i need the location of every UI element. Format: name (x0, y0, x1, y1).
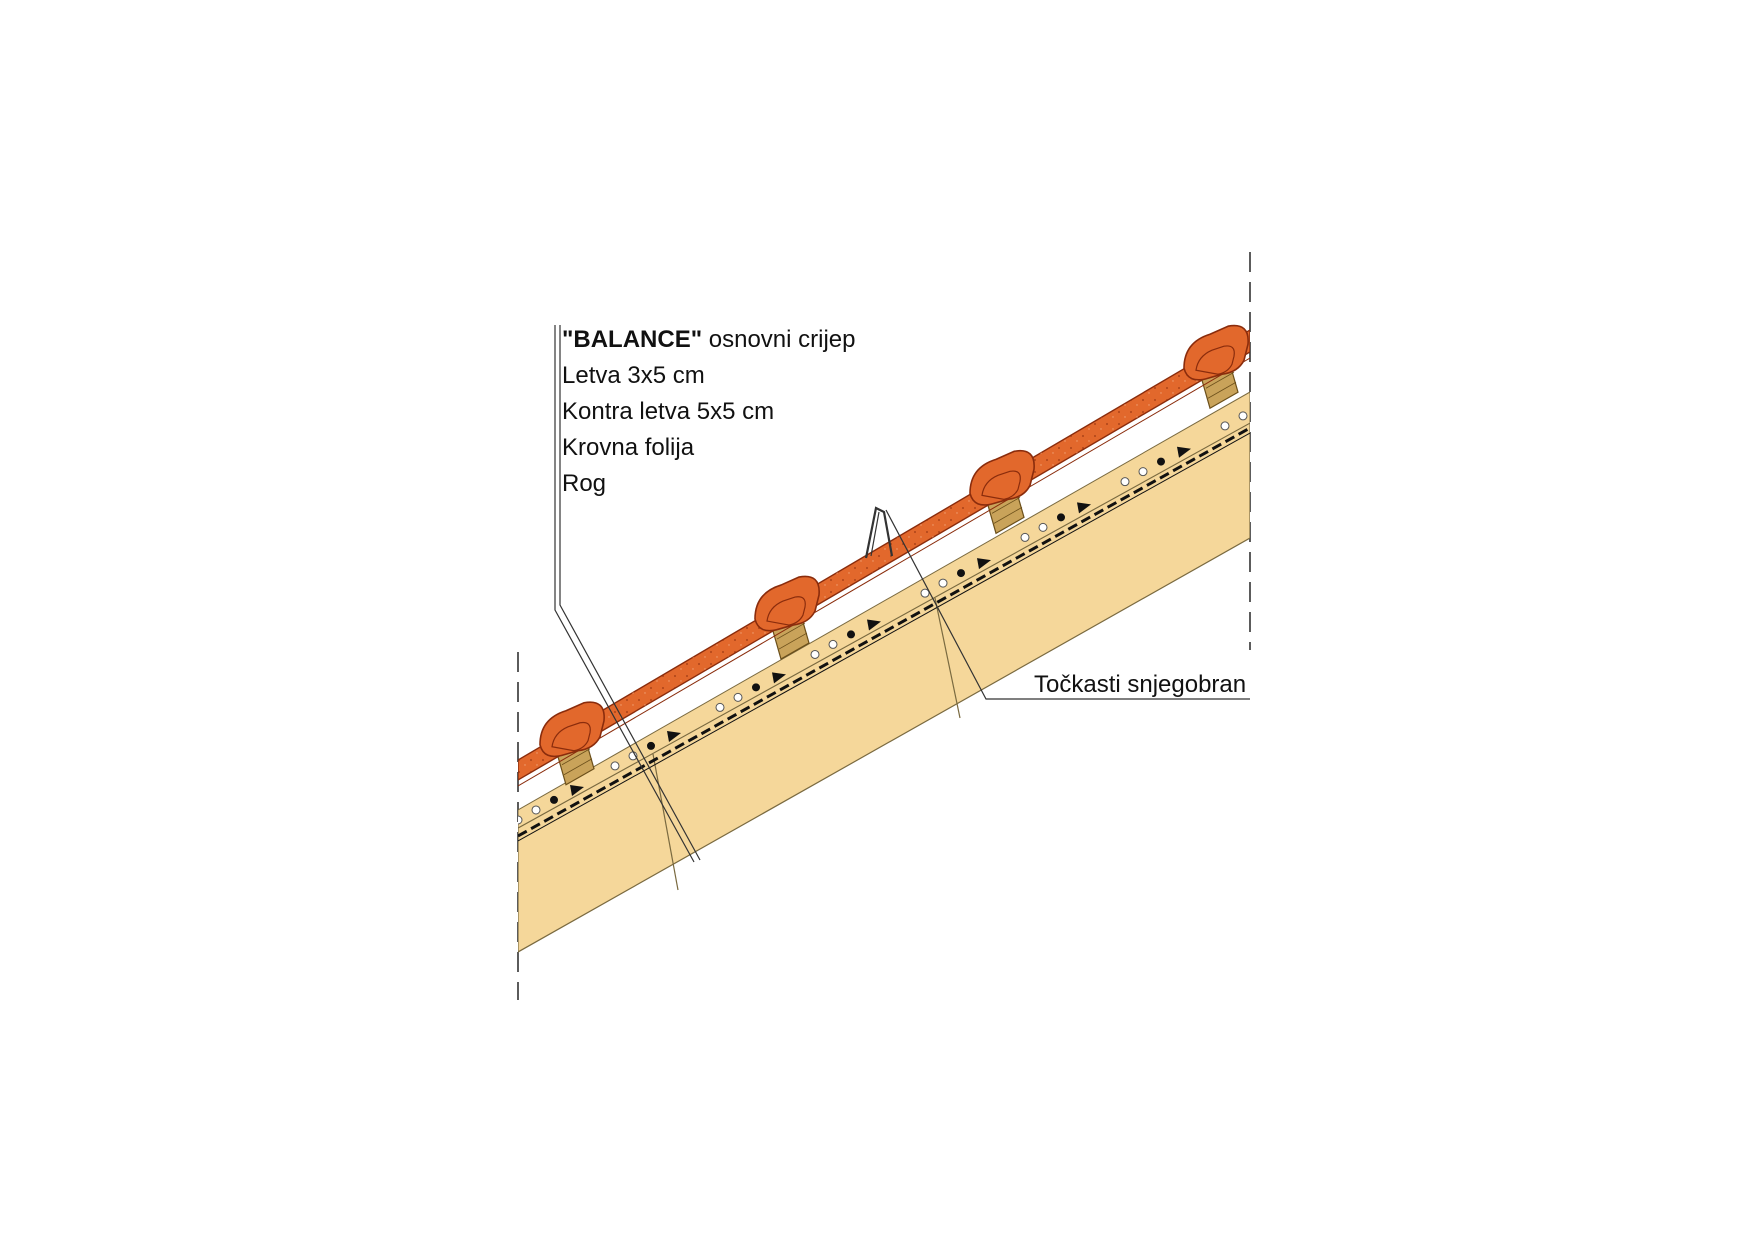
label-rafter: Rog (562, 470, 606, 497)
batten-grain (563, 758, 593, 776)
airflow-arrow (570, 785, 584, 797)
snow-guard (864, 506, 894, 559)
counter-batten (518, 391, 1250, 829)
leader-line-layers-inner (554, 325, 695, 863)
snow-guard-inner (870, 511, 880, 557)
leader-line-layers (559, 325, 701, 861)
tile-nose (969, 449, 1035, 506)
airflow-dot-open (518, 815, 523, 825)
batten-grain (991, 496, 1021, 514)
tile-nose (754, 575, 820, 632)
tile-nose-detail (766, 596, 806, 626)
batten-grain (993, 506, 1023, 524)
airflow-dot-open (828, 639, 838, 649)
airflow-dot-open (1038, 522, 1048, 532)
airflow-dot-open (920, 588, 930, 598)
label-batten: Letva 3x5 cm (562, 362, 705, 389)
tile-nose (539, 701, 605, 758)
batten-grain (778, 632, 808, 650)
airflow-dot-solid (1157, 457, 1165, 466)
airflow-dot-open (610, 761, 620, 771)
tile-nose-detail (551, 721, 591, 752)
leader-line-snow-guard (885, 509, 1250, 700)
airflow-dot-open (531, 805, 541, 815)
airflow-dot-solid (1257, 402, 1265, 410)
roof-membrane (518, 426, 1250, 838)
airflow-dot-open (938, 578, 948, 588)
airflow-arrow (667, 730, 681, 742)
airflow-dot-solid (957, 569, 965, 578)
airflow-markers (518, 391, 1291, 825)
airflow-dot-open (715, 702, 725, 712)
airflow-dot-solid (1057, 513, 1065, 522)
roof-tiles (539, 324, 1249, 758)
label-tile: "BALANCE" osnovni crijep (562, 326, 856, 353)
roof-tile-texture (518, 330, 1250, 780)
label-snow-guard: Točkasti snjegobran (1034, 671, 1246, 698)
tile-underside (518, 357, 1250, 787)
airflow-arrow (1277, 391, 1291, 402)
airflow-arrow (977, 558, 991, 570)
airflow-dot-open (1238, 411, 1248, 421)
label-counter-batten: Kontra letva 5x5 cm (562, 398, 774, 425)
tile-nose-detail (1195, 345, 1235, 375)
airflow-dot-open (733, 692, 743, 702)
airflow-arrow (772, 672, 786, 684)
tile-nose-detail (981, 470, 1021, 500)
airflow-dot-solid (847, 630, 855, 639)
rafter-joint (934, 597, 961, 719)
airflow-dot-open (1020, 532, 1030, 542)
rafter-joint (652, 753, 679, 891)
airflow-arrow (867, 619, 881, 631)
airflow-dot-solid (647, 741, 655, 750)
batten-grain (561, 748, 591, 766)
airflow-dot-open (810, 649, 820, 659)
batten-grain (776, 622, 806, 640)
airflow-dot-solid (550, 795, 558, 804)
airflow-arrow (1177, 446, 1191, 458)
airflow-dot-solid (752, 683, 760, 692)
roof-membrane-edge (518, 432, 1250, 842)
airflow-dot-open (1120, 477, 1130, 487)
airflow-dot-open (1138, 467, 1148, 477)
batten-grain (1205, 371, 1235, 389)
airflow-dot-open (1220, 421, 1230, 431)
airflow-arrow (1077, 502, 1091, 514)
tile-nose (1183, 324, 1249, 381)
batten-grain (1207, 381, 1237, 399)
label-membrane: Krovna folija (562, 434, 695, 461)
